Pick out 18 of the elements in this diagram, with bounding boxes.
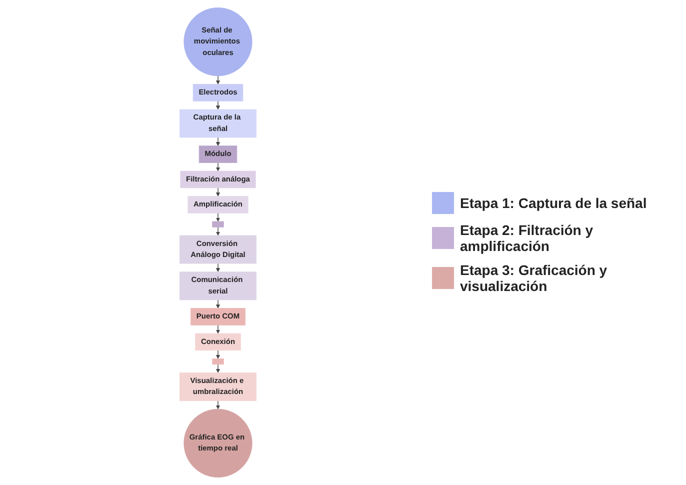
arrow [216,212,220,222]
legend-label: Etapa 1: Captura de la señal [460,194,647,210]
arrow [216,324,220,334]
arrow [216,263,220,272]
arrow [216,162,220,172]
arrow [216,100,220,110]
arrow [216,76,220,84]
arrow [216,188,220,196]
arrow [216,226,220,236]
legend-label: Etapa 3: Graficación y visualización [460,262,608,294]
arrow [216,400,220,410]
arrow [216,137,220,146]
arrow [216,364,220,373]
arrow [216,300,220,308]
arrow [216,350,220,359]
node-box [212,221,224,228]
node-box [212,358,224,365]
legend-label: Etapa 2: Filtración y amplificación [460,222,594,254]
